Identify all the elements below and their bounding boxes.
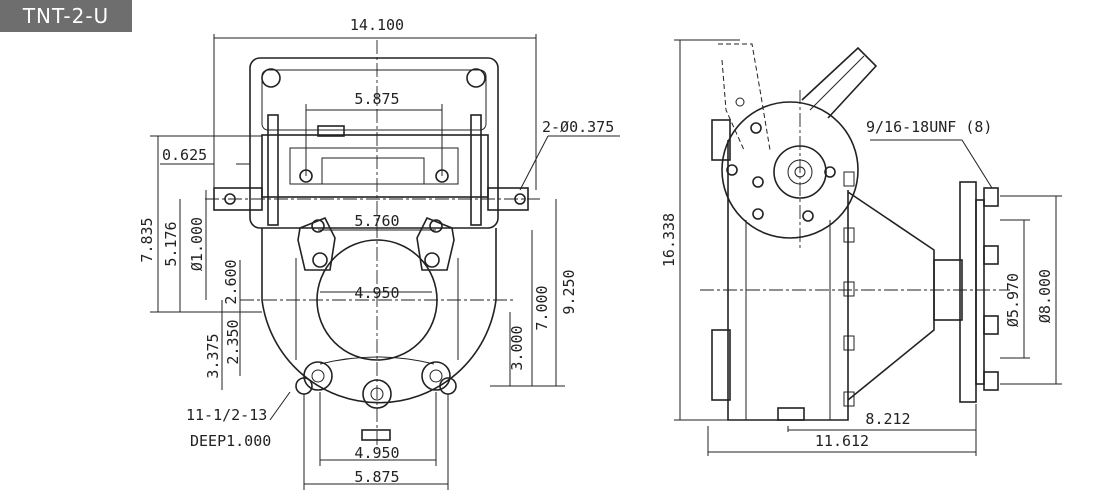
housing-bolt-4 <box>843 335 855 351</box>
side-boss-upper <box>711 119 731 161</box>
dim-overall-height: 16.338 <box>660 213 678 267</box>
dim-upper-hole-offset: 2.600 <box>222 259 240 304</box>
lug-hole-lower-left <box>311 369 325 383</box>
volute-bolt-4 <box>824 166 836 178</box>
dim-lower-offset: 3.000 <box>508 325 526 370</box>
suction-bolt <box>735 97 745 107</box>
volute-bolt-5 <box>750 122 762 134</box>
lug-upper-right <box>416 216 455 271</box>
lug-lower-right <box>421 361 451 391</box>
drain-plug <box>361 429 391 441</box>
pump-body <box>261 228 497 404</box>
lug-bolt-upper-right <box>429 219 443 233</box>
dim-inner-spacing: 4.950 <box>354 284 399 302</box>
mounting-bracket <box>249 57 499 229</box>
dim-pilot-dia: Ø5.970 <box>1004 273 1022 327</box>
dim-top-bolt-spacing: 5.875 <box>354 90 399 108</box>
flange-nut-1 <box>983 187 999 207</box>
volute-bolt-1 <box>726 164 738 176</box>
volute-bolt-2 <box>752 208 764 220</box>
lug-hole-upper-left <box>312 252 328 268</box>
dim-total-height: 9.250 <box>560 269 578 314</box>
dim-mid-bolt-spacing: 5.760 <box>354 212 399 230</box>
dim-shaft-dia: Ø1.000 <box>188 217 206 271</box>
crossbar-slot <box>289 147 459 185</box>
discharge-pipe-inner <box>809 55 865 111</box>
side-boss-lower <box>711 329 731 401</box>
bracket-hole-left <box>261 68 281 88</box>
dim-lower-hole-offset-a: 3.375 <box>204 333 222 378</box>
flange-nut-4 <box>983 371 999 391</box>
top-nut <box>317 125 345 137</box>
lug-lower-left <box>303 361 333 391</box>
adapter-cone <box>847 191 935 401</box>
bracket-post-right <box>470 114 482 226</box>
dim-lower-hole-offset-b: 2.350 <box>224 319 242 364</box>
body-rib-lines <box>295 258 459 360</box>
flange-nut-3 <box>983 315 999 335</box>
dim-overall-depth: 11.612 <box>815 432 869 450</box>
housing-bolt-3 <box>843 281 855 297</box>
side-drain <box>777 407 805 421</box>
volute-bolt-3 <box>802 210 814 222</box>
bracket-post-left <box>267 114 279 226</box>
side-dimension-lines <box>674 39 1062 456</box>
suction-pipe <box>718 43 771 151</box>
thread-callout-line2: DEEP1.000 <box>190 432 271 450</box>
volute-outer <box>721 101 859 239</box>
dim-flange-dia: Ø8.000 <box>1036 269 1054 323</box>
flange-face <box>975 199 985 385</box>
lug-hole-upper-right <box>424 252 440 268</box>
dim-bottom-hole-spacing: 4.950 <box>354 444 399 462</box>
discharge-pipe <box>801 46 878 119</box>
bracket-inner <box>261 69 487 131</box>
housing-bolt-2 <box>843 227 855 243</box>
housing-bolt-5 <box>843 391 855 407</box>
dim-offset-small: 0.625 <box>162 146 207 164</box>
front-view: 14.100 5.875 2-Ø0.375 0.625 5.760 4.950 … <box>138 16 620 490</box>
dim-bottom-outer-spacing: 5.875 <box>354 468 399 486</box>
bracket-crossbar <box>261 134 489 198</box>
dim-height-to-center: 5.176 <box>162 221 180 266</box>
dim-flange-depth: 8.212 <box>865 410 910 428</box>
thread-callout-line1: 11-1/2-13 <box>186 406 267 424</box>
dim-side-thread-callout: 9/16-18UNF (8) <box>866 118 992 136</box>
lug-bolt-upper-left <box>311 219 325 233</box>
front-dimension-lines <box>150 34 620 490</box>
lug-upper-left <box>297 216 336 271</box>
side-view: 9/16-18UNF (8) 16.338 Ø5.970 Ø8.000 8.21… <box>660 39 1062 456</box>
bracket-hole-right <box>466 68 486 88</box>
housing-bolt-1 <box>843 171 855 187</box>
dim-hole-callout: 2-Ø0.375 <box>542 118 614 136</box>
dim-lower-height: 7.000 <box>533 285 551 330</box>
volute-bolt-6 <box>752 176 764 188</box>
dim-shaft-height: 7.835 <box>138 217 156 262</box>
flange-nut-2 <box>983 245 999 265</box>
lug-hole-lower-right <box>429 369 443 383</box>
model-label: TNT-2-U <box>0 0 132 32</box>
dim-overall-width: 14.100 <box>350 16 404 34</box>
crossbar-window <box>321 157 425 185</box>
